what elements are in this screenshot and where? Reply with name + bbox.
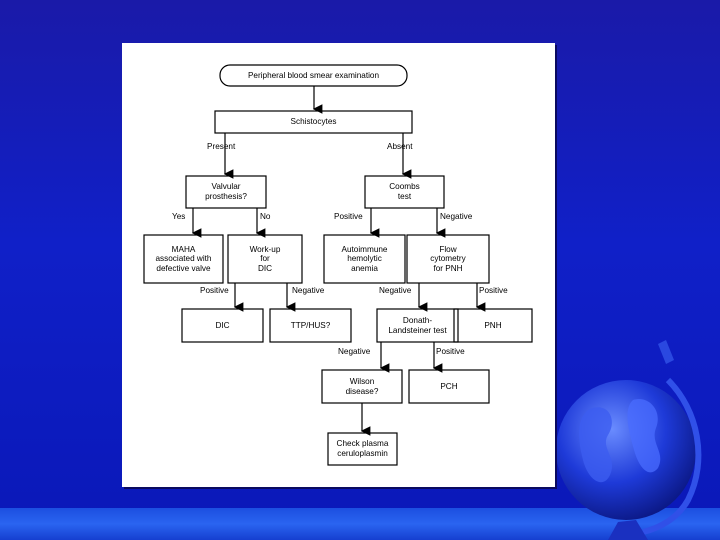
ttp-box — [269, 308, 352, 343]
positive-coombs-label: Positive — [334, 212, 363, 221]
wilson-box — [321, 369, 403, 404]
negative-flow-label: Negative — [379, 286, 412, 295]
no-label: No — [260, 212, 271, 221]
valvular-box — [185, 175, 267, 209]
positive-dl-label: Positive — [436, 347, 465, 356]
flow-box — [406, 234, 490, 284]
coombs-box — [364, 175, 445, 209]
negative-coombs-label: Negative — [440, 212, 473, 221]
pnh-box — [453, 308, 533, 343]
negative-dl-label: Negative — [338, 347, 371, 356]
workup-box — [227, 234, 303, 284]
start-box — [219, 64, 408, 87]
absent-label: Absent — [387, 142, 413, 151]
schistocytes-box — [214, 110, 413, 134]
maha-box — [143, 234, 224, 284]
flowchart-panel: Peripheral blood smear examination Schis… — [122, 43, 555, 487]
positive-flow-label: Positive — [479, 286, 508, 295]
autoimmune-box — [323, 234, 406, 284]
negative-dic-label: Negative — [292, 286, 325, 295]
donath-box — [376, 308, 459, 343]
yes-label: Yes — [172, 212, 186, 221]
present-label: Present — [207, 142, 236, 151]
globe-icon — [556, 340, 702, 540]
check-box — [327, 432, 398, 466]
positive-dic-label: Positive — [200, 286, 229, 295]
pch-box — [408, 369, 490, 404]
dic-box — [181, 308, 264, 343]
flowchart-lines — [143, 64, 533, 466]
